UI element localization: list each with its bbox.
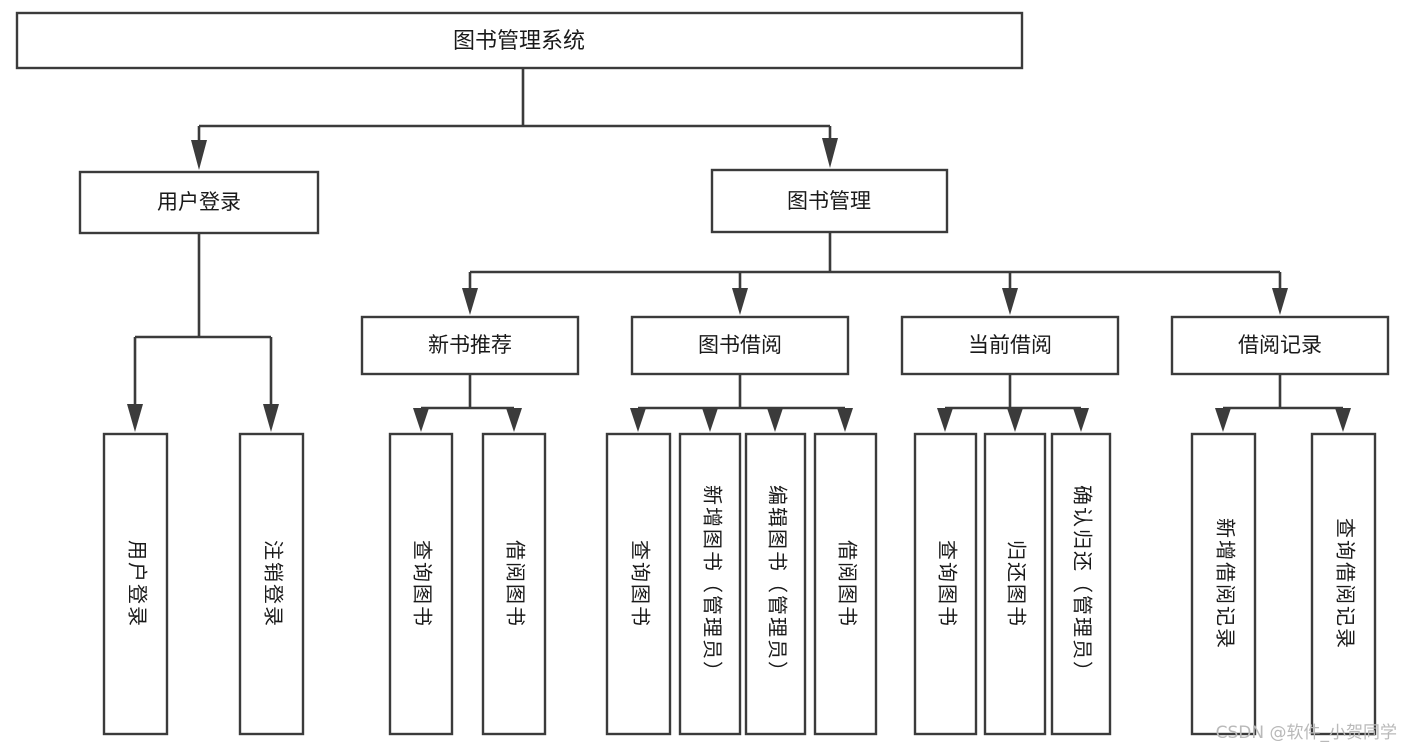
arrow-head-borrow-2	[702, 408, 718, 432]
node-current-borrow[interactable]: 当前借阅	[900, 315, 1120, 376]
node-user-login-box	[78, 170, 320, 235]
leaf-query-book-recommend-label: 查询图书	[411, 540, 435, 628]
node-borrow-record-label: 借阅记录	[1238, 333, 1322, 357]
leaf-add-book-admin[interactable]: 新增图书（管理员）	[678, 432, 742, 736]
edge-group-root-to-level2	[191, 68, 838, 170]
edge-group-current-to-leaves	[937, 374, 1089, 432]
node-new-book-recommend[interactable]: 新书推荐	[360, 315, 580, 376]
node-root-system[interactable]: 图书管理系统	[15, 11, 1024, 70]
edge-group-userlogin-to-leaves	[127, 233, 279, 432]
leaf-return-book-label: 归还图书	[1005, 540, 1029, 628]
node-current-borrow-label: 当前借阅	[968, 333, 1052, 357]
node-new-book-recommend-label: 新书推荐	[428, 333, 512, 357]
leaf-user-login[interactable]: 用户登录	[102, 432, 169, 736]
node-user-login[interactable]: 用户登录	[78, 170, 320, 235]
arrow-head-current-3	[1073, 408, 1089, 432]
leaf-add-borrow-record-label: 新增借阅记录	[1214, 518, 1238, 650]
edge-group-borrow-to-leaves	[630, 374, 853, 432]
leaf-edit-book-admin-label: 编辑图书（管理员）	[766, 485, 790, 683]
node-current-borrow-box	[900, 315, 1120, 376]
arrow-head-newbook-1	[413, 408, 429, 432]
arrow-head-bookmgmt-4	[1272, 288, 1288, 315]
arrow-head-borrow-1	[630, 408, 646, 432]
arrow-head-record-2	[1335, 408, 1351, 432]
node-book-management[interactable]: 图书管理	[710, 168, 949, 234]
node-user-login-label: 用户登录	[157, 190, 241, 214]
edge-group-record-to-leaves	[1215, 374, 1351, 432]
arrow-head-root-1	[191, 140, 207, 170]
edge-group-bookmgmt-to-level3	[462, 232, 1288, 315]
leaf-user-login-label: 用户登录	[126, 540, 150, 628]
leaf-borrow-book-recommend-box	[481, 432, 547, 736]
leaf-query-book-borrow-box	[605, 432, 672, 736]
node-borrow-record[interactable]: 借阅记录	[1170, 315, 1390, 376]
leaf-edit-book-admin-box	[744, 432, 807, 736]
leaf-add-borrow-record[interactable]: 新增借阅记录	[1190, 432, 1257, 736]
node-book-management-box	[710, 168, 949, 234]
arrow-head-root-2	[822, 138, 838, 168]
leaf-add-borrow-record-box	[1190, 432, 1257, 736]
arrow-head-borrow-4	[837, 408, 853, 432]
arrow-head-bookmgmt-1	[462, 288, 478, 315]
leaf-query-book-current-label: 查询图书	[936, 540, 960, 628]
leaf-user-login-box	[102, 432, 169, 736]
leaf-edit-book-admin[interactable]: 编辑图书（管理员）	[744, 432, 807, 736]
node-borrow-record-box	[1170, 315, 1390, 376]
leaf-borrow-book[interactable]: 借阅图书	[813, 432, 878, 736]
leaf-logout-box	[238, 432, 305, 736]
leaf-confirm-return-admin[interactable]: 确认归还（管理员）	[1050, 432, 1112, 736]
node-book-borrow-label: 图书借阅	[698, 333, 782, 357]
leaf-confirm-return-admin-label: 确认归还（管理员）	[1071, 485, 1095, 683]
edge-group-newbook-to-leaves	[413, 374, 522, 432]
leaf-logout-label: 注销登录	[262, 540, 286, 628]
leaf-query-book-current-box	[913, 432, 978, 736]
leaf-query-book-borrow-label: 查询图书	[629, 540, 653, 628]
leaf-add-book-admin-box	[678, 432, 742, 736]
node-book-management-label: 图书管理	[787, 189, 871, 213]
leaf-add-book-admin-label: 新增图书（管理员）	[701, 485, 725, 683]
leaf-query-borrow-record[interactable]: 查询借阅记录	[1310, 432, 1377, 736]
leaf-borrow-book-label: 借阅图书	[836, 540, 860, 628]
leaf-query-book-recommend-box	[388, 432, 454, 736]
leaf-query-borrow-record-label: 查询借阅记录	[1334, 518, 1358, 650]
arrow-head-userlogin-2	[263, 404, 279, 432]
leaf-return-book-box	[983, 432, 1047, 736]
leaf-query-book-borrow[interactable]: 查询图书	[605, 432, 672, 736]
leaf-confirm-return-admin-box	[1050, 432, 1112, 736]
node-root-label: 图书管理系统	[453, 29, 585, 54]
leaf-query-book-recommend[interactable]: 查询图书	[388, 432, 454, 736]
leaf-borrow-book-box	[813, 432, 878, 736]
node-root-box	[15, 11, 1024, 70]
arrow-head-userlogin-1	[127, 404, 143, 432]
node-book-borrow-box	[630, 315, 850, 376]
arrow-head-newbook-2	[506, 408, 522, 432]
arrow-head-bookmgmt-3	[1002, 288, 1018, 315]
leaf-logout[interactable]: 注销登录	[238, 432, 305, 736]
node-book-borrow[interactable]: 图书借阅	[630, 315, 850, 376]
leaf-return-book[interactable]: 归还图书	[983, 432, 1047, 736]
arrow-head-record-1	[1215, 408, 1231, 432]
arrow-head-current-1	[937, 408, 953, 432]
leaf-borrow-book-recommend-label: 借阅图书	[504, 540, 528, 628]
leaf-query-book-current[interactable]: 查询图书	[913, 432, 978, 736]
leaf-query-borrow-record-box	[1310, 432, 1377, 736]
arrow-head-bookmgmt-2	[732, 288, 748, 315]
leaf-borrow-book-recommend[interactable]: 借阅图书	[481, 432, 547, 736]
node-new-book-recommend-box	[360, 315, 580, 376]
arrow-head-current-2	[1007, 408, 1023, 432]
arrow-head-borrow-3	[767, 408, 783, 432]
